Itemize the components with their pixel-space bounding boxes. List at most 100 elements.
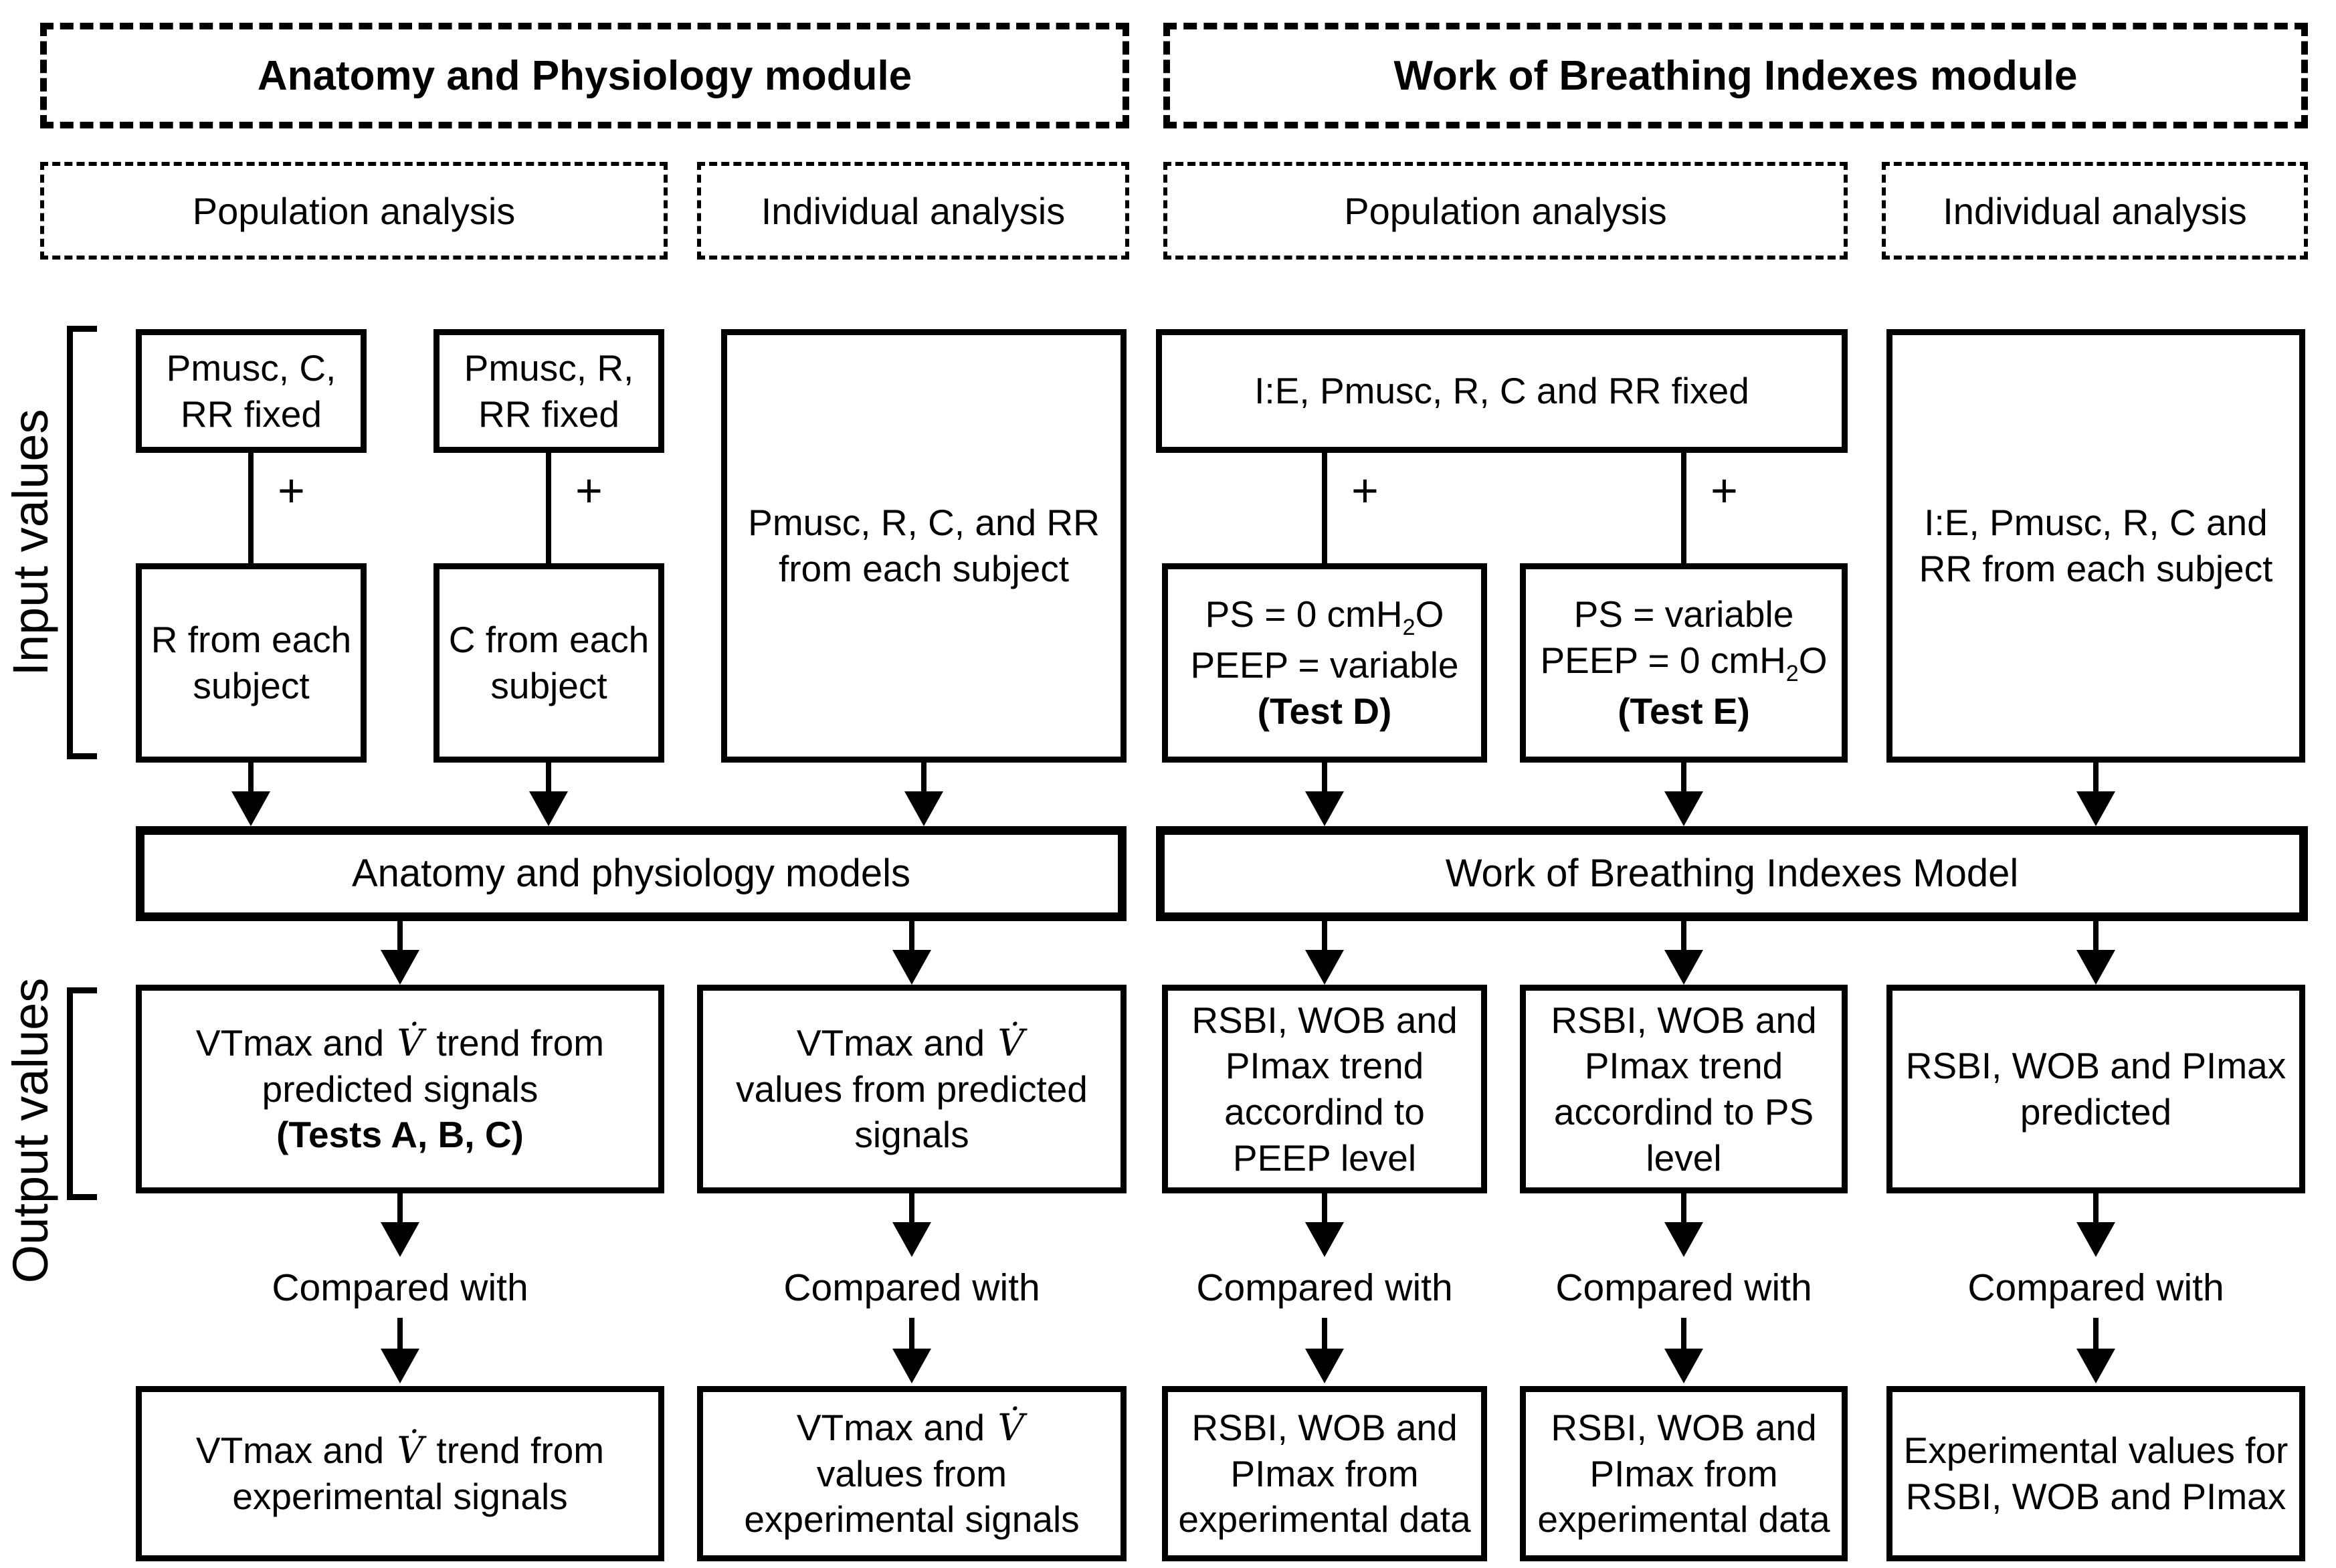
box-text: VTmax and V̇ <box>797 1020 1027 1066</box>
box-text: (Test D) <box>1257 690 1392 732</box>
box-text: VTmax and V̇ trend from <box>196 1428 604 1474</box>
input-values-label: Input values <box>3 409 58 676</box>
box-text: predicted signals <box>262 1068 539 1110</box>
box-text: Anatomy and physiology models <box>351 851 911 895</box>
subscript-2: 2 <box>1402 615 1416 641</box>
box-ap-pop1-fixed: Pmusc, C, RR fixed <box>136 329 367 453</box>
box-text: PS = 0 cmH2O <box>1205 591 1444 642</box>
box-text: PEEP = variable <box>1190 644 1459 686</box>
box-text: Pmusc, R, C, and RR <box>748 502 1100 544</box>
box-ap-pop2-subject: C from each subject <box>433 563 664 763</box>
text-segment: VTmax and <box>796 1021 995 1064</box>
connector-line <box>1681 453 1686 563</box>
box-text: RSBI, WOB and <box>1551 999 1817 1041</box>
compared-with-label: Compared with <box>783 1266 1040 1309</box>
box-text: Pmusc, C, <box>166 347 336 389</box>
connector-line <box>1322 453 1327 563</box>
box-output-rsbi-ps-trend: RSBI, WOB and PImax trend accordind to P… <box>1520 985 1848 1193</box>
text-segment: PEEP = 0 cmH <box>1540 640 1786 682</box>
box-text: PImax trend <box>1225 1045 1424 1087</box>
box-text: values from <box>816 1452 1007 1494</box>
plus-sign: + <box>1351 464 1379 516</box>
box-text: experimental signals <box>232 1476 568 1517</box>
header-label: Population analysis <box>192 189 516 232</box>
box-text: (Tests A, B, C) <box>276 1114 524 1156</box>
header-label: Population analysis <box>1344 189 1667 232</box>
box-ap-individual-input: Pmusc, R, C, and RR from each subject <box>721 329 1127 763</box>
box-text: RSBI, WOB and PImax <box>1905 1476 2286 1517</box>
text-segment: PS = 0 cmH <box>1205 593 1403 635</box>
box-text: R from each <box>151 619 352 661</box>
box-text: C from each <box>448 619 650 661</box>
box-text: RSBI, WOB and <box>1191 1406 1458 1448</box>
box-exp-rsbi-data-2: RSBI, WOB and PImax from experimental da… <box>1520 1386 1848 1561</box>
box-output-rsbi-predicted: RSBI, WOB and PImax predicted <box>1886 985 2305 1193</box>
box-text: RR from each subject <box>1919 548 2273 589</box>
module-title: Anatomy and Physiology module <box>257 52 912 99</box>
box-text: PEEP level <box>1232 1137 1417 1179</box>
box-text: (Test E) <box>1618 690 1750 732</box>
box-wob-model: Work of Breathing Indexes Model <box>1156 826 2308 921</box>
box-text: PImax from <box>1589 1452 1778 1494</box>
box-text: Experimental values for <box>1903 1430 2289 1472</box>
box-exp-values-rsbi: Experimental values for RSBI, WOB and PI… <box>1886 1386 2305 1561</box>
box-text: PImax from <box>1230 1452 1419 1494</box>
flow-symbol: V̇ <box>397 1429 424 1472</box>
box-text: RSBI, WOB and PImax <box>1905 1045 2286 1087</box>
box-output-vtmax-values-predicted: VTmax and V̇ values from predicted signa… <box>697 985 1127 1193</box>
text-segment: O <box>1415 593 1444 635</box>
box-ap-models: Anatomy and physiology models <box>136 826 1127 921</box>
box-ap-pop2-fixed: Pmusc, R, RR fixed <box>433 329 664 453</box>
box-text: RR fixed <box>181 393 322 435</box>
box-test-e: PS = variable PEEP = 0 cmH2O (Test E) <box>1520 563 1848 763</box>
box-wob-individual-input: I:E, Pmusc, R, C and RR from each subjec… <box>1886 329 2305 763</box>
output-values-bracket <box>67 987 97 1200</box>
box-test-d: PS = 0 cmH2O PEEP = variable (Test D) <box>1162 563 1487 763</box>
flow-symbol: V̇ <box>997 1021 1025 1064</box>
box-text: PS = variable <box>1573 593 1794 635</box>
box-exp-vtmax-values: VTmax and V̇ values from experimental si… <box>697 1386 1127 1561</box>
box-text: experimental data <box>1178 1498 1471 1541</box>
flow-symbol: V̇ <box>997 1405 1025 1449</box>
output-values-label: Output values <box>3 977 58 1284</box>
header-wob-population-analysis: Population analysis <box>1163 162 1848 260</box>
header-ap-individual-analysis: Individual analysis <box>697 162 1129 260</box>
box-output-rsbi-peep-trend: RSBI, WOB and PImax trend accordind to P… <box>1162 985 1487 1193</box>
box-exp-rsbi-data-1: RSBI, WOB and PImax from experimental da… <box>1162 1386 1487 1561</box>
text-segment: VTmax and <box>195 1430 395 1472</box>
header-label: Individual analysis <box>761 189 1066 232</box>
box-text: level <box>1646 1137 1722 1179</box>
module-title: Work of Breathing Indexes module <box>1393 52 2078 99</box>
text-segment: VTmax and <box>195 1021 395 1064</box>
connector-line <box>248 453 254 563</box>
box-text: subject <box>490 665 607 706</box>
plus-sign: + <box>1711 464 1738 516</box>
subscript-2: 2 <box>1785 661 1799 687</box>
box-text: from each subject <box>778 548 1070 589</box>
box-output-vtmax-trend-predicted: VTmax and V̇ trend from predicted signal… <box>136 985 664 1193</box>
box-text: experimental data <box>1537 1498 1830 1541</box>
input-values-bracket <box>67 326 97 759</box>
text-segment: trend from <box>426 1021 605 1064</box>
module-header-work-of-breathing: Work of Breathing Indexes module <box>1163 23 2308 128</box>
header-label: Individual analysis <box>1943 189 2247 232</box>
box-text: accordind to <box>1224 1091 1425 1133</box>
text-segment: O <box>1798 640 1828 682</box>
text-segment: VTmax and <box>796 1406 995 1448</box>
box-text: Pmusc, R, <box>464 347 634 389</box>
box-text: accordind to PS <box>1553 1091 1814 1133</box>
plus-sign: + <box>575 464 603 516</box>
box-text: subject <box>193 665 310 706</box>
compared-with-label: Compared with <box>1196 1266 1453 1309</box>
compared-with-label: Compared with <box>1555 1266 1812 1309</box>
box-ap-pop1-subject: R from each subject <box>136 563 367 763</box>
box-exp-vtmax-trend: VTmax and V̇ trend from experimental sig… <box>136 1386 664 1561</box>
connector-line <box>546 453 551 563</box>
box-text: RSBI, WOB and <box>1551 1406 1817 1448</box>
compared-with-label: Compared with <box>272 1266 528 1309</box>
box-text: PEEP = 0 cmH2O <box>1540 638 1827 688</box>
box-text: VTmax and V̇ trend from <box>196 1020 604 1066</box>
box-text: RSBI, WOB and <box>1191 999 1458 1041</box>
box-text: I:E, Pmusc, R, C and RR fixed <box>1254 370 1749 412</box>
